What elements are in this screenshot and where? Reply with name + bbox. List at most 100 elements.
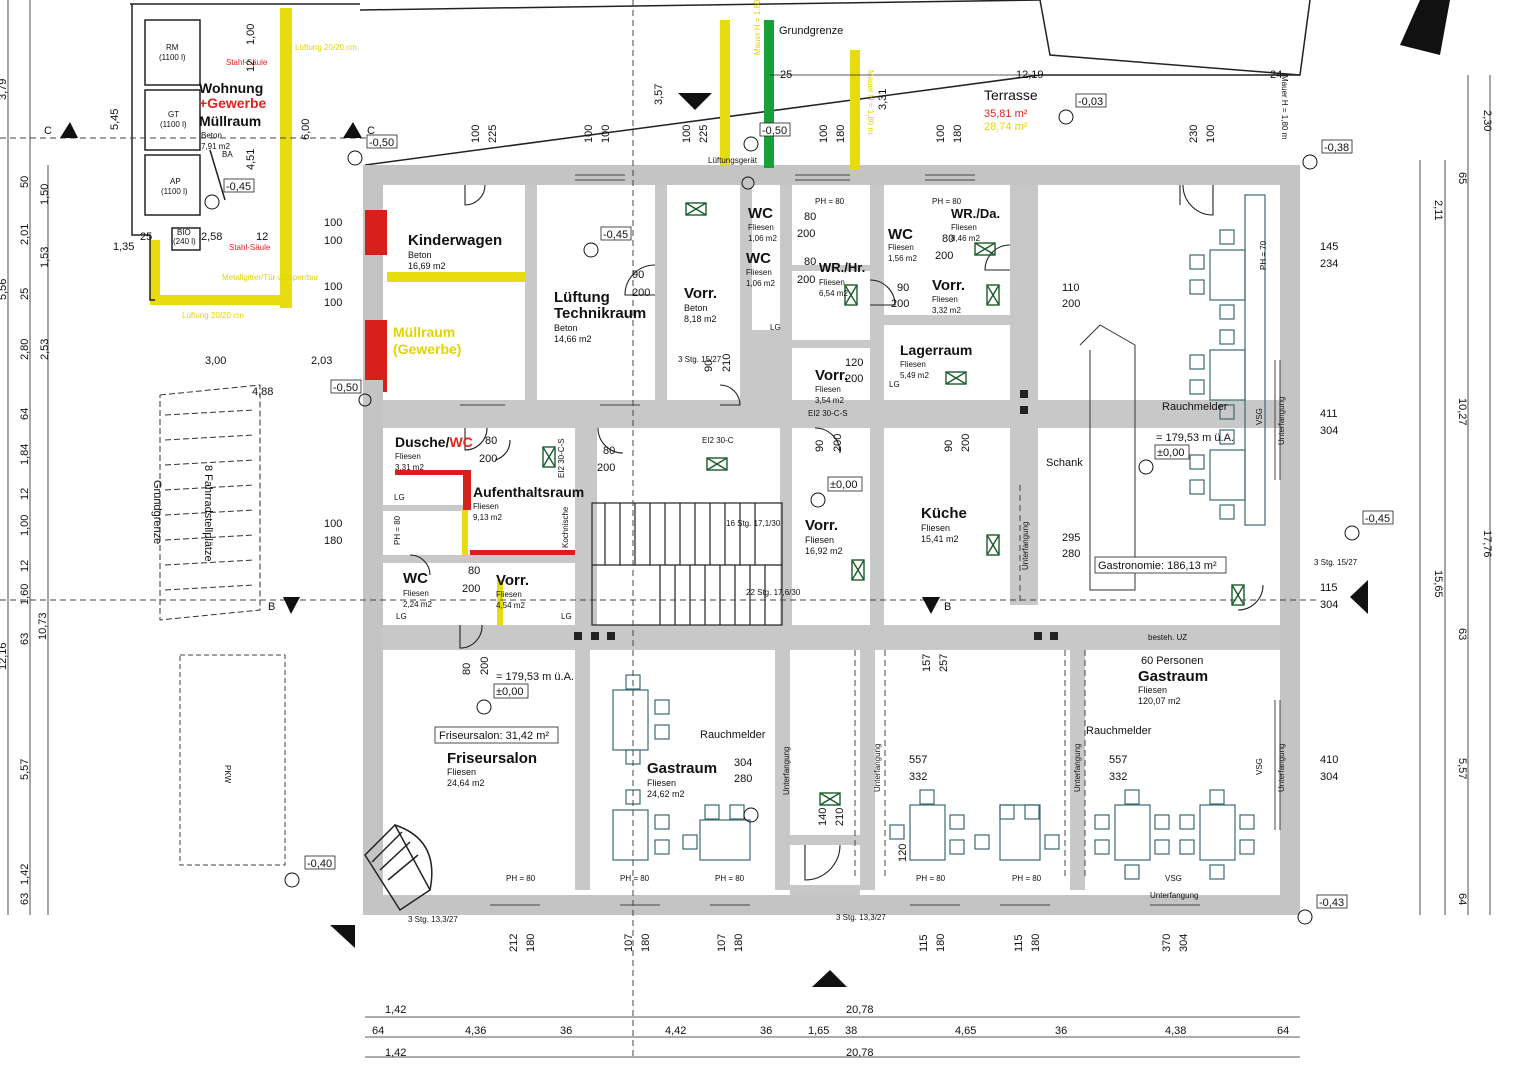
dim-value: 2,01	[19, 224, 31, 245]
unterfangung-label: Unterfangung	[1150, 891, 1198, 900]
room-area: 3,31 m2	[395, 463, 424, 472]
bin-volume: (1100 l)	[160, 120, 187, 129]
stairs-label: 3 Stg. 15/27	[678, 355, 722, 364]
room-floor: Fliesen	[921, 523, 950, 533]
dim-value: 38	[845, 1025, 857, 1037]
dim-value: 5,57	[19, 759, 31, 780]
dim-value: 180	[835, 125, 847, 143]
stairs-label: 16 Stg. 17,1/30	[726, 519, 781, 528]
dim-value: 90	[703, 360, 715, 372]
room-name: Kinderwagen	[408, 232, 502, 249]
room-area: 3,54 m2	[815, 396, 844, 405]
dim-value: 1,50	[39, 184, 51, 205]
dimension-lines	[7, 0, 1491, 1058]
dim-value: 100	[583, 125, 595, 143]
room-name: Gastraum	[1138, 668, 1208, 685]
room-floor: Fliesen	[888, 243, 914, 252]
outer-walls	[363, 165, 1300, 915]
room-area: 6,54 m2	[819, 289, 848, 298]
dim-value: 200	[797, 274, 815, 286]
dim-value: 410	[1320, 754, 1338, 766]
room-name: WC	[746, 250, 771, 267]
dim-value: 36	[1055, 1025, 1067, 1037]
dim-value: 4,36	[465, 1025, 486, 1037]
dim-value: 64	[1277, 1025, 1289, 1037]
room-floor: Fliesen	[815, 385, 841, 394]
dim-value: 2,11	[1432, 200, 1444, 221]
dim-value: 100	[470, 125, 482, 143]
dim-value: 4,65	[955, 1025, 976, 1037]
furniture	[612, 194, 1266, 861]
room-area: 24,62 m2	[647, 789, 685, 799]
grundgrenze-label: Grundgrenze	[151, 480, 163, 544]
dim-value: 295	[1062, 532, 1080, 544]
dim-value: 120	[845, 357, 863, 369]
dim-value: 304	[1320, 771, 1338, 783]
room-floor: Beton	[684, 303, 708, 313]
ph-label: PH = 80	[1012, 874, 1042, 883]
level-value: -0,45	[603, 229, 628, 241]
room-floor: Beton	[554, 323, 578, 333]
lg-label: LG	[394, 493, 405, 502]
dim-value: 1,53	[39, 247, 51, 268]
ph-label: PH = 80	[815, 197, 845, 206]
room-area: 35,81 m²	[984, 108, 1028, 120]
vent-boxes	[542, 202, 1245, 806]
room-name: Gastraum	[647, 760, 717, 777]
room-name: Dusche/WC	[395, 434, 473, 450]
dim-value: 17,76	[1481, 530, 1493, 558]
room-name: Schank	[1046, 457, 1083, 469]
dim-value: 12	[19, 560, 31, 572]
dim-value: 304	[1320, 599, 1338, 611]
room-name: WC	[403, 570, 428, 587]
section-letter: C	[44, 125, 52, 137]
room-area: 4,54 m2	[496, 601, 525, 610]
dim-value: 4,88	[252, 386, 273, 398]
dim-value: 12	[19, 488, 31, 500]
ph-label: PH = 80	[620, 874, 650, 883]
dim-value: 234	[1320, 258, 1338, 270]
chairs	[625, 229, 1255, 880]
dim-value: 212	[508, 934, 520, 952]
wall-note: Mauer H = 1,80 m	[753, 0, 762, 55]
dim-value: 3,57	[653, 84, 665, 105]
room-floor: Fliesen	[496, 590, 522, 599]
bin-volume: (1100 l)	[161, 187, 188, 196]
dim-value: 25	[140, 231, 152, 243]
level-markers	[204, 109, 1360, 925]
dim-value: 100	[935, 125, 947, 143]
dim-value: 12	[256, 231, 268, 243]
dim-value: 200	[832, 434, 844, 452]
dim-value: 100	[324, 235, 342, 247]
room-floor: Fliesen	[1138, 685, 1167, 695]
bottom-dimensions: 1,42 20,78 64 4,36 36 4,42 36 1,65 38 4,…	[372, 934, 1289, 1059]
dim-value: 64	[19, 408, 31, 420]
dim-value: 332	[1109, 771, 1127, 783]
room-area: 16,69 m2	[408, 261, 446, 271]
bin-volume: (1100 l)	[159, 53, 186, 62]
dim-value: 332	[909, 771, 927, 783]
room-floor: Fliesen	[403, 589, 429, 598]
area-box: Friseursalon: 31,42 m²	[439, 730, 549, 742]
dim-value: 1,35	[113, 241, 134, 253]
dim-value: 180	[935, 934, 947, 952]
stairs-label: 3 Stg. 15/27	[1314, 558, 1358, 567]
yellow-walls	[150, 8, 860, 625]
stairs-label: 3 Stg. 13,3/27	[408, 915, 458, 924]
dim-value: 2,80	[19, 339, 31, 360]
dim-value: 180	[525, 934, 537, 952]
dim-value: 24	[1270, 69, 1282, 81]
bin-label: RM	[166, 43, 179, 52]
dim-value: 1,42	[385, 1047, 406, 1059]
dim-value: 5,57	[1456, 758, 1468, 779]
dim-value: 80	[461, 663, 473, 675]
vsg-label: VSG	[1255, 758, 1264, 775]
dim-value: 200	[1062, 298, 1080, 310]
dim-value: 1,00	[245, 24, 257, 45]
dim-value: 10,73	[37, 612, 49, 640]
parking-label: PKW	[223, 765, 232, 784]
dim-value: 200	[632, 287, 650, 299]
dim-value: 225	[487, 125, 499, 143]
room-area: 8,46 m2	[951, 234, 980, 243]
